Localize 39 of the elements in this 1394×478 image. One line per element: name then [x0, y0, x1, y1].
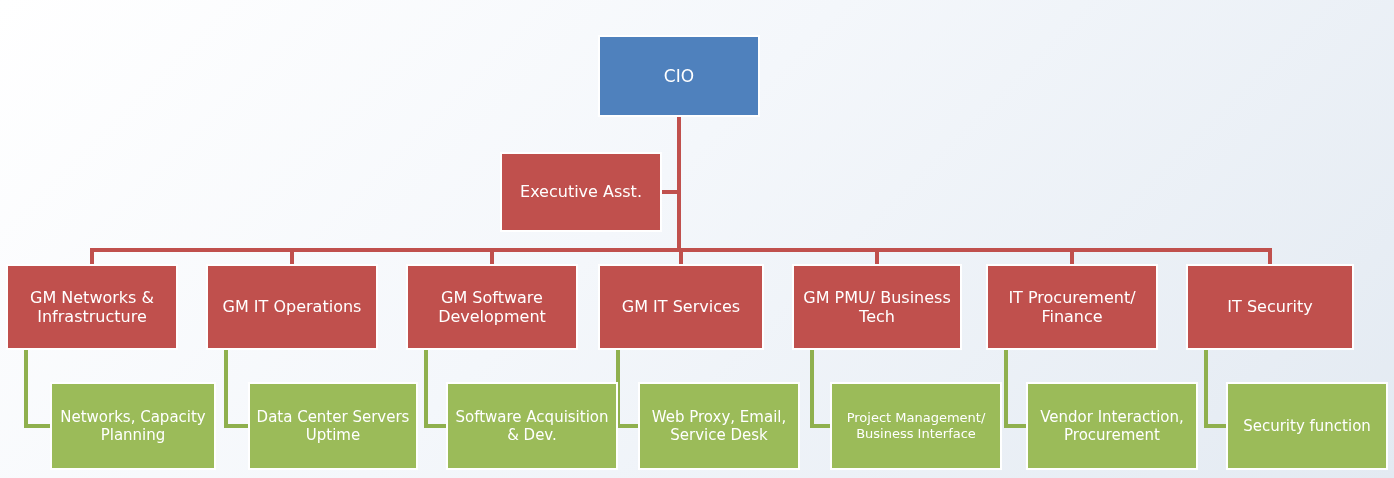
- connector-line: [24, 350, 50, 428]
- role-label: Vendor Interaction, Procurement: [1039, 408, 1185, 444]
- role-label: IT Security: [1227, 297, 1313, 317]
- function-box: [638, 382, 800, 470]
- role-label: Data Center Servers Uptime: [255, 408, 411, 444]
- connector-line: [616, 350, 638, 428]
- connector-line: [424, 350, 446, 428]
- function-box: [830, 382, 1002, 470]
- function-box: [1026, 382, 1198, 470]
- department-box: [500, 152, 662, 232]
- department-box: [1186, 264, 1354, 350]
- department-box: [6, 264, 178, 350]
- department-box: [598, 264, 764, 350]
- role-label: Web Proxy, Email, Service Desk: [650, 408, 788, 444]
- executive-box: [598, 35, 760, 117]
- department-box: [406, 264, 578, 350]
- function-box: [446, 382, 618, 470]
- role-label: Software Acquisition & Dev.: [454, 408, 610, 444]
- connector-line: [224, 350, 248, 428]
- department-box: [792, 264, 962, 350]
- role-label: Project Management/ Business Interface: [845, 410, 987, 442]
- role-label: GM Software Development: [437, 287, 547, 327]
- role-label: Networks, Capacity Planning: [59, 408, 207, 444]
- function-box: [248, 382, 418, 470]
- role-label: IT Procurement/ Finance: [1007, 287, 1137, 327]
- connector-line: [1004, 350, 1026, 428]
- function-box: [1226, 382, 1388, 470]
- department-box: [206, 264, 378, 350]
- department-box: [986, 264, 1158, 350]
- role-label: GM PMU/ Business Tech: [802, 287, 952, 327]
- connector-line: [810, 350, 830, 428]
- role-label: GM IT Services: [621, 297, 741, 317]
- role-label: Security function: [1243, 417, 1371, 435]
- role-label: GM Networks & Infrastructure: [29, 287, 155, 327]
- role-label: CIO: [663, 65, 695, 87]
- connector-line: [1204, 350, 1226, 428]
- function-box: [50, 382, 216, 470]
- role-label: Executive Asst.: [520, 182, 642, 202]
- role-label: GM IT Operations: [222, 297, 362, 317]
